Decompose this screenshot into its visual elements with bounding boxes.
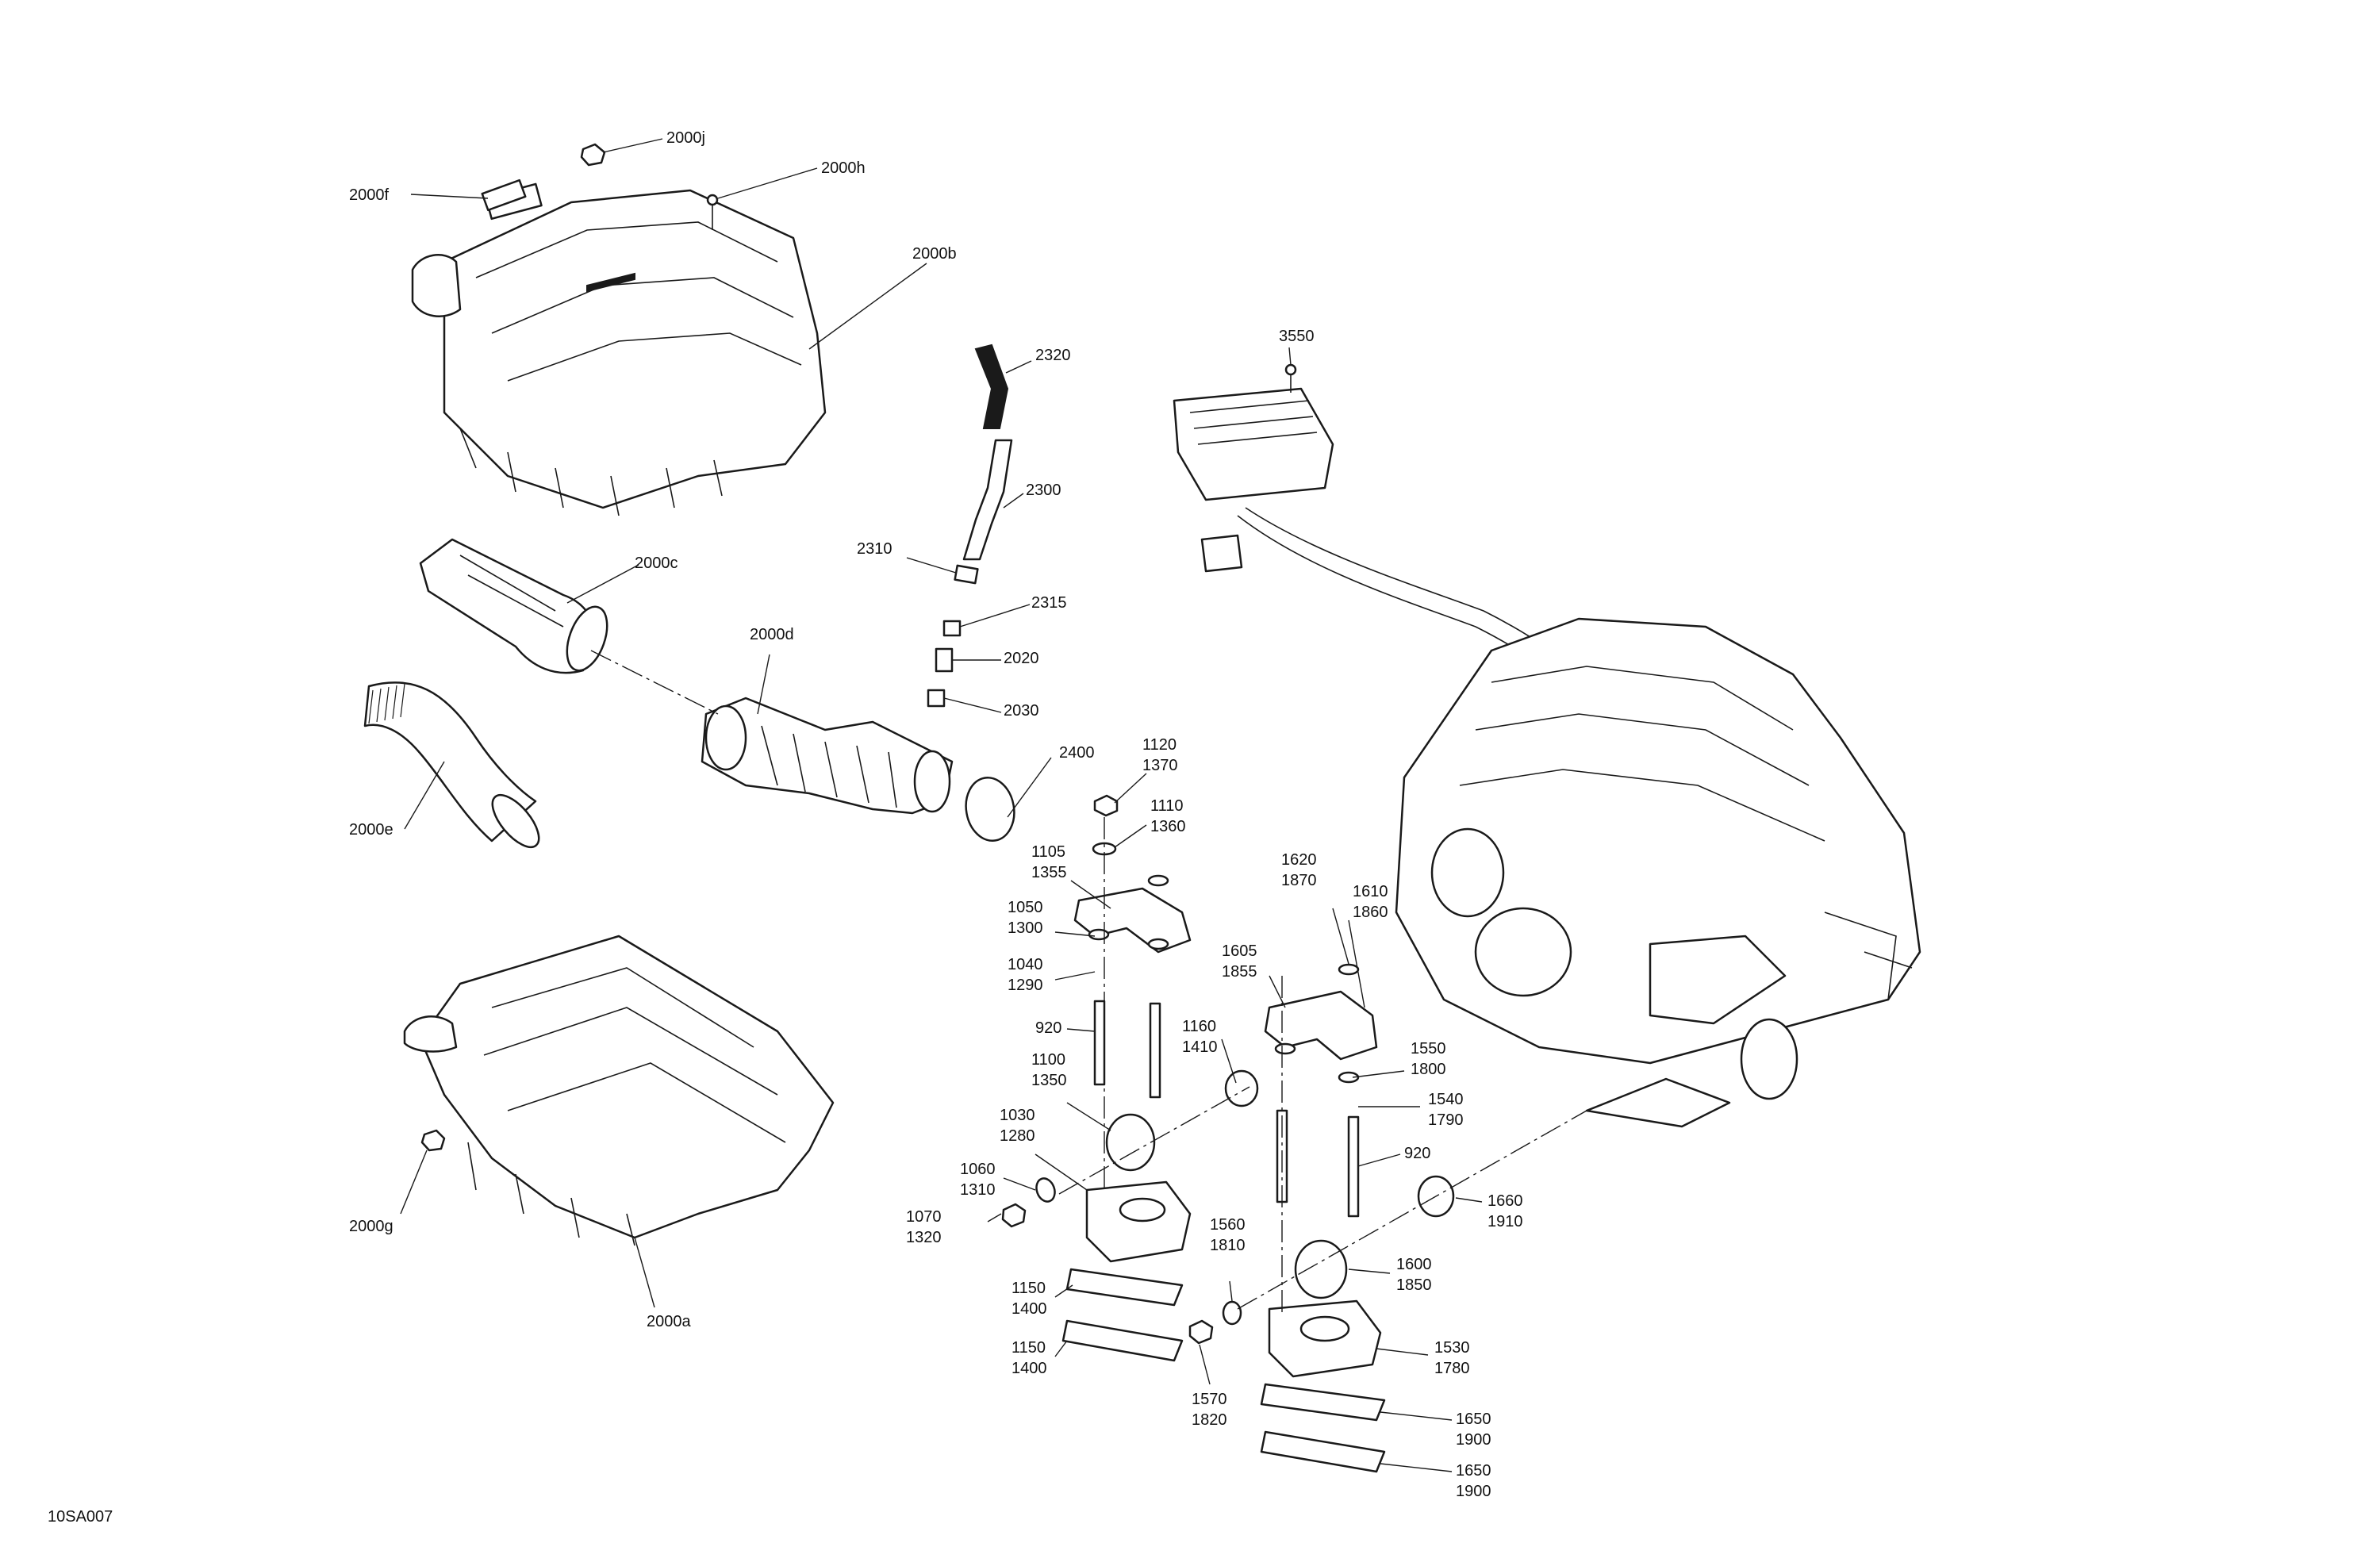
part-intake-duct [419, 538, 608, 674]
callout-2000g: 2000g [349, 1218, 393, 1235]
callout-2315: 2315 [1031, 594, 1067, 612]
part-label-2000f [481, 178, 527, 212]
callout-2000b: 2000b [912, 245, 957, 263]
callout-2000c: 2000c [635, 555, 678, 572]
callout-920-left: 920 [1035, 1019, 1061, 1037]
part-right-mount-stack [1222, 963, 1455, 1473]
callout-2000j: 2000j [666, 129, 705, 147]
centerline-right-mount [1237, 1110, 1587, 1310]
callout-2000h: 2000h [821, 159, 866, 177]
callout-2000e: 2000e [349, 821, 393, 839]
callout-3550: 3550 [1279, 328, 1315, 345]
callout-2000d: 2000d [750, 626, 794, 643]
part-breather-hose [927, 344, 1013, 708]
callout-2000f: 2000f [349, 186, 389, 204]
part-screw-2000h [706, 194, 719, 230]
callout-2310: 2310 [857, 540, 892, 558]
callout-2300: 2300 [1026, 482, 1061, 499]
part-intake-manifold-upper [411, 182, 827, 516]
callout-2030: 2030 [1004, 702, 1039, 720]
part-hose-clamp [965, 777, 1015, 842]
part-flexible-hose [363, 681, 540, 849]
centerline-intake [590, 650, 719, 715]
part-nut-2000g [420, 1129, 446, 1152]
part-ecm-module [1173, 363, 1595, 699]
leader-lines [400, 138, 1483, 1472]
callout-920-right: 920 [1404, 1145, 1430, 1162]
callout-2400: 2400 [1059, 744, 1095, 762]
part-manifold-lower [403, 935, 835, 1246]
figure-code: 10SA007 [48, 1508, 113, 1526]
callout-2000a: 2000a [647, 1313, 691, 1330]
callout-2020: 2020 [1004, 650, 1039, 667]
callout-2320: 2320 [1035, 347, 1071, 364]
centerline-left-mount [1058, 1086, 1250, 1195]
part-nut-2000j [580, 143, 606, 167]
part-throttle-body [701, 697, 954, 815]
callout-labels: 2000j 2000h 2000f 2000b 2320 3550 2300 2… [349, 129, 1523, 1500]
part-left-mount-stack [1001, 794, 1259, 1362]
part-engine-assembly [1395, 617, 1921, 1128]
